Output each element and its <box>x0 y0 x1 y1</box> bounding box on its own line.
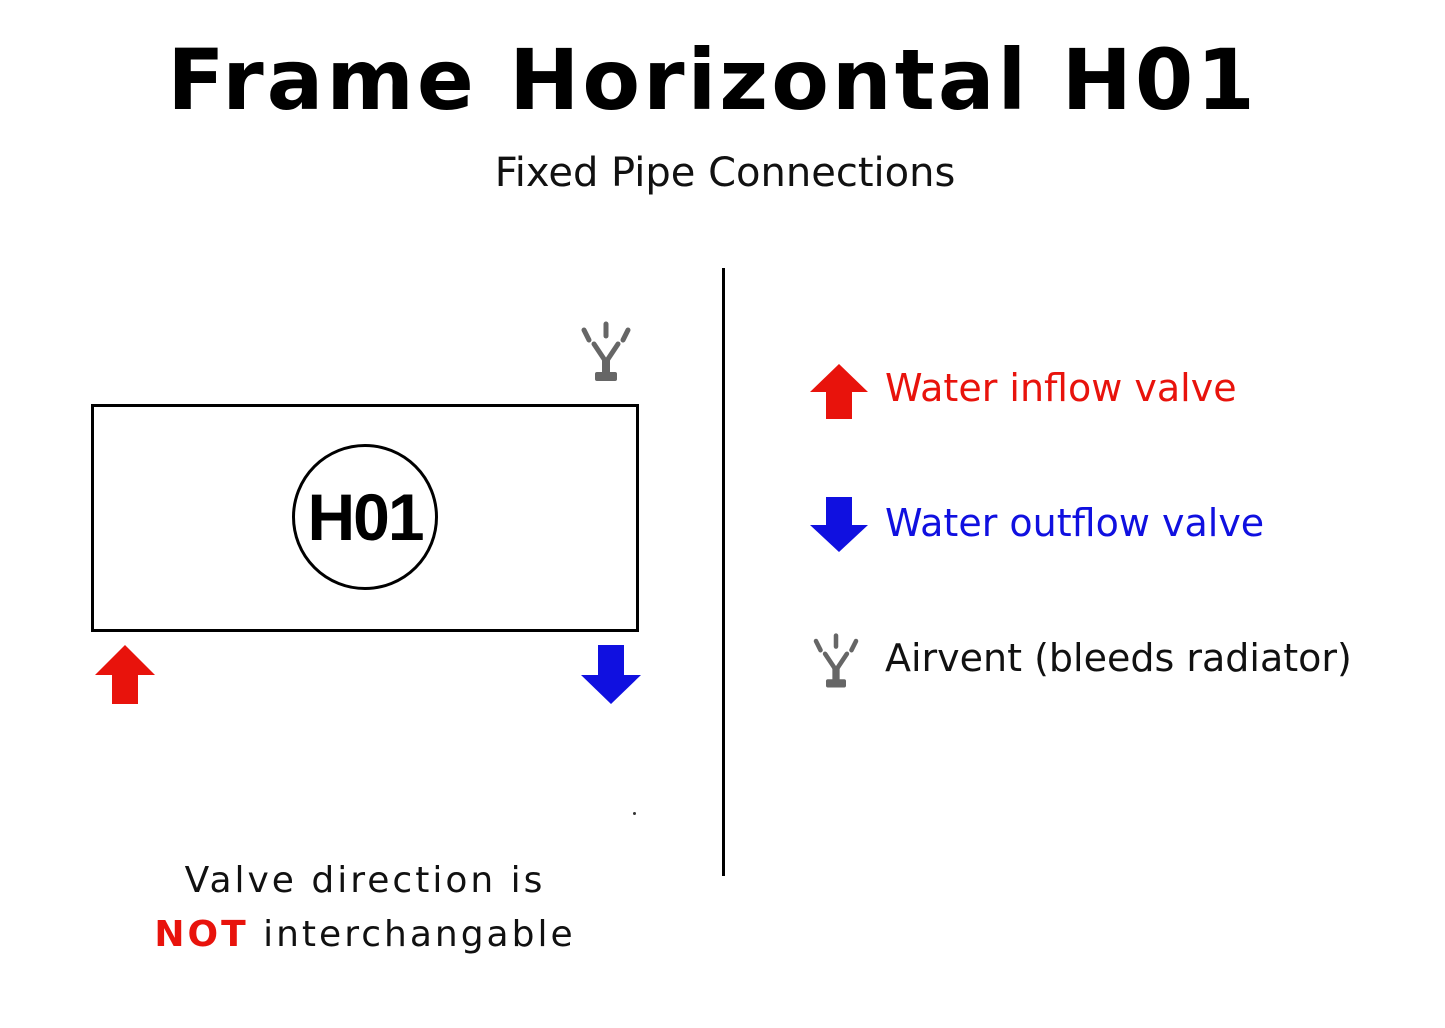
model-badge: H01 <box>292 444 438 590</box>
airvent-icon <box>578 320 634 386</box>
speck <box>633 812 636 815</box>
note-line-2: NOT interchangable <box>70 908 660 962</box>
airvent-icon <box>810 632 862 692</box>
note-line-1: Valve direction is <box>184 860 546 901</box>
note: Valve direction is NOT interchangable <box>70 854 660 962</box>
arrow-up-icon <box>95 645 155 705</box>
arrow-down-icon <box>810 497 868 553</box>
legend-label-inflow: Water inflow valve <box>885 366 1237 410</box>
legend-label-outflow: Water outflow valve <box>885 501 1265 545</box>
note-line-2-rest: interchangable <box>248 914 576 955</box>
note-emphasis: NOT <box>154 914 249 955</box>
page-title: Frame Horizontal H01 <box>167 31 1258 129</box>
arrow-down-icon <box>581 645 641 705</box>
divider <box>722 268 725 876</box>
legend-label-airvent: Airvent (bleeds radiator) <box>885 636 1352 680</box>
page-subtitle: Fixed Pipe Connections <box>494 150 956 196</box>
legend-item-outflow: Water outflow valve <box>810 493 1410 553</box>
radiator-frame <box>91 404 639 632</box>
legend-item-inflow: Water inflow valve <box>810 358 1410 420</box>
arrow-up-icon <box>810 364 868 420</box>
legend-item-airvent: Airvent (bleeds radiator) <box>810 628 1410 688</box>
